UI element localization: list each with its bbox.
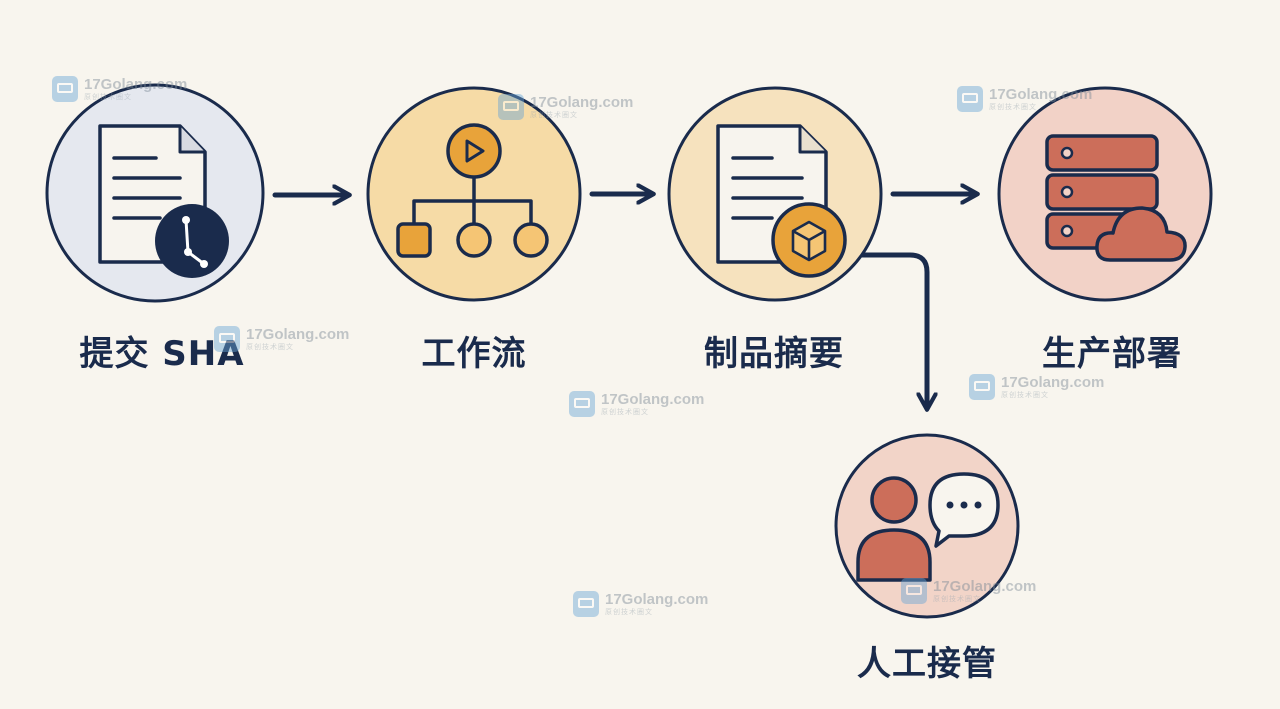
node-commit — [45, 83, 265, 303]
arrow-artifact-to-manual — [859, 252, 927, 408]
node-deploy — [997, 86, 1213, 302]
person-chat-icon — [856, 472, 1000, 582]
label-artifact-digest: 制品摘要 — [704, 334, 844, 374]
label-production-deploy: 生产部署 — [1042, 334, 1182, 374]
document-commit-icon — [98, 124, 229, 278]
node-manual — [834, 433, 1020, 619]
label-commit-sha: 提交 SHA — [79, 334, 245, 374]
server-cloud-icon — [1045, 134, 1187, 262]
node-workflow — [366, 86, 582, 302]
label-workflow: 工作流 — [421, 334, 527, 374]
workflow-tree-icon — [396, 123, 549, 258]
node-artifact — [667, 86, 883, 302]
document-package-icon — [716, 124, 847, 278]
label-manual-takeover: 人工接管 — [857, 644, 997, 684]
